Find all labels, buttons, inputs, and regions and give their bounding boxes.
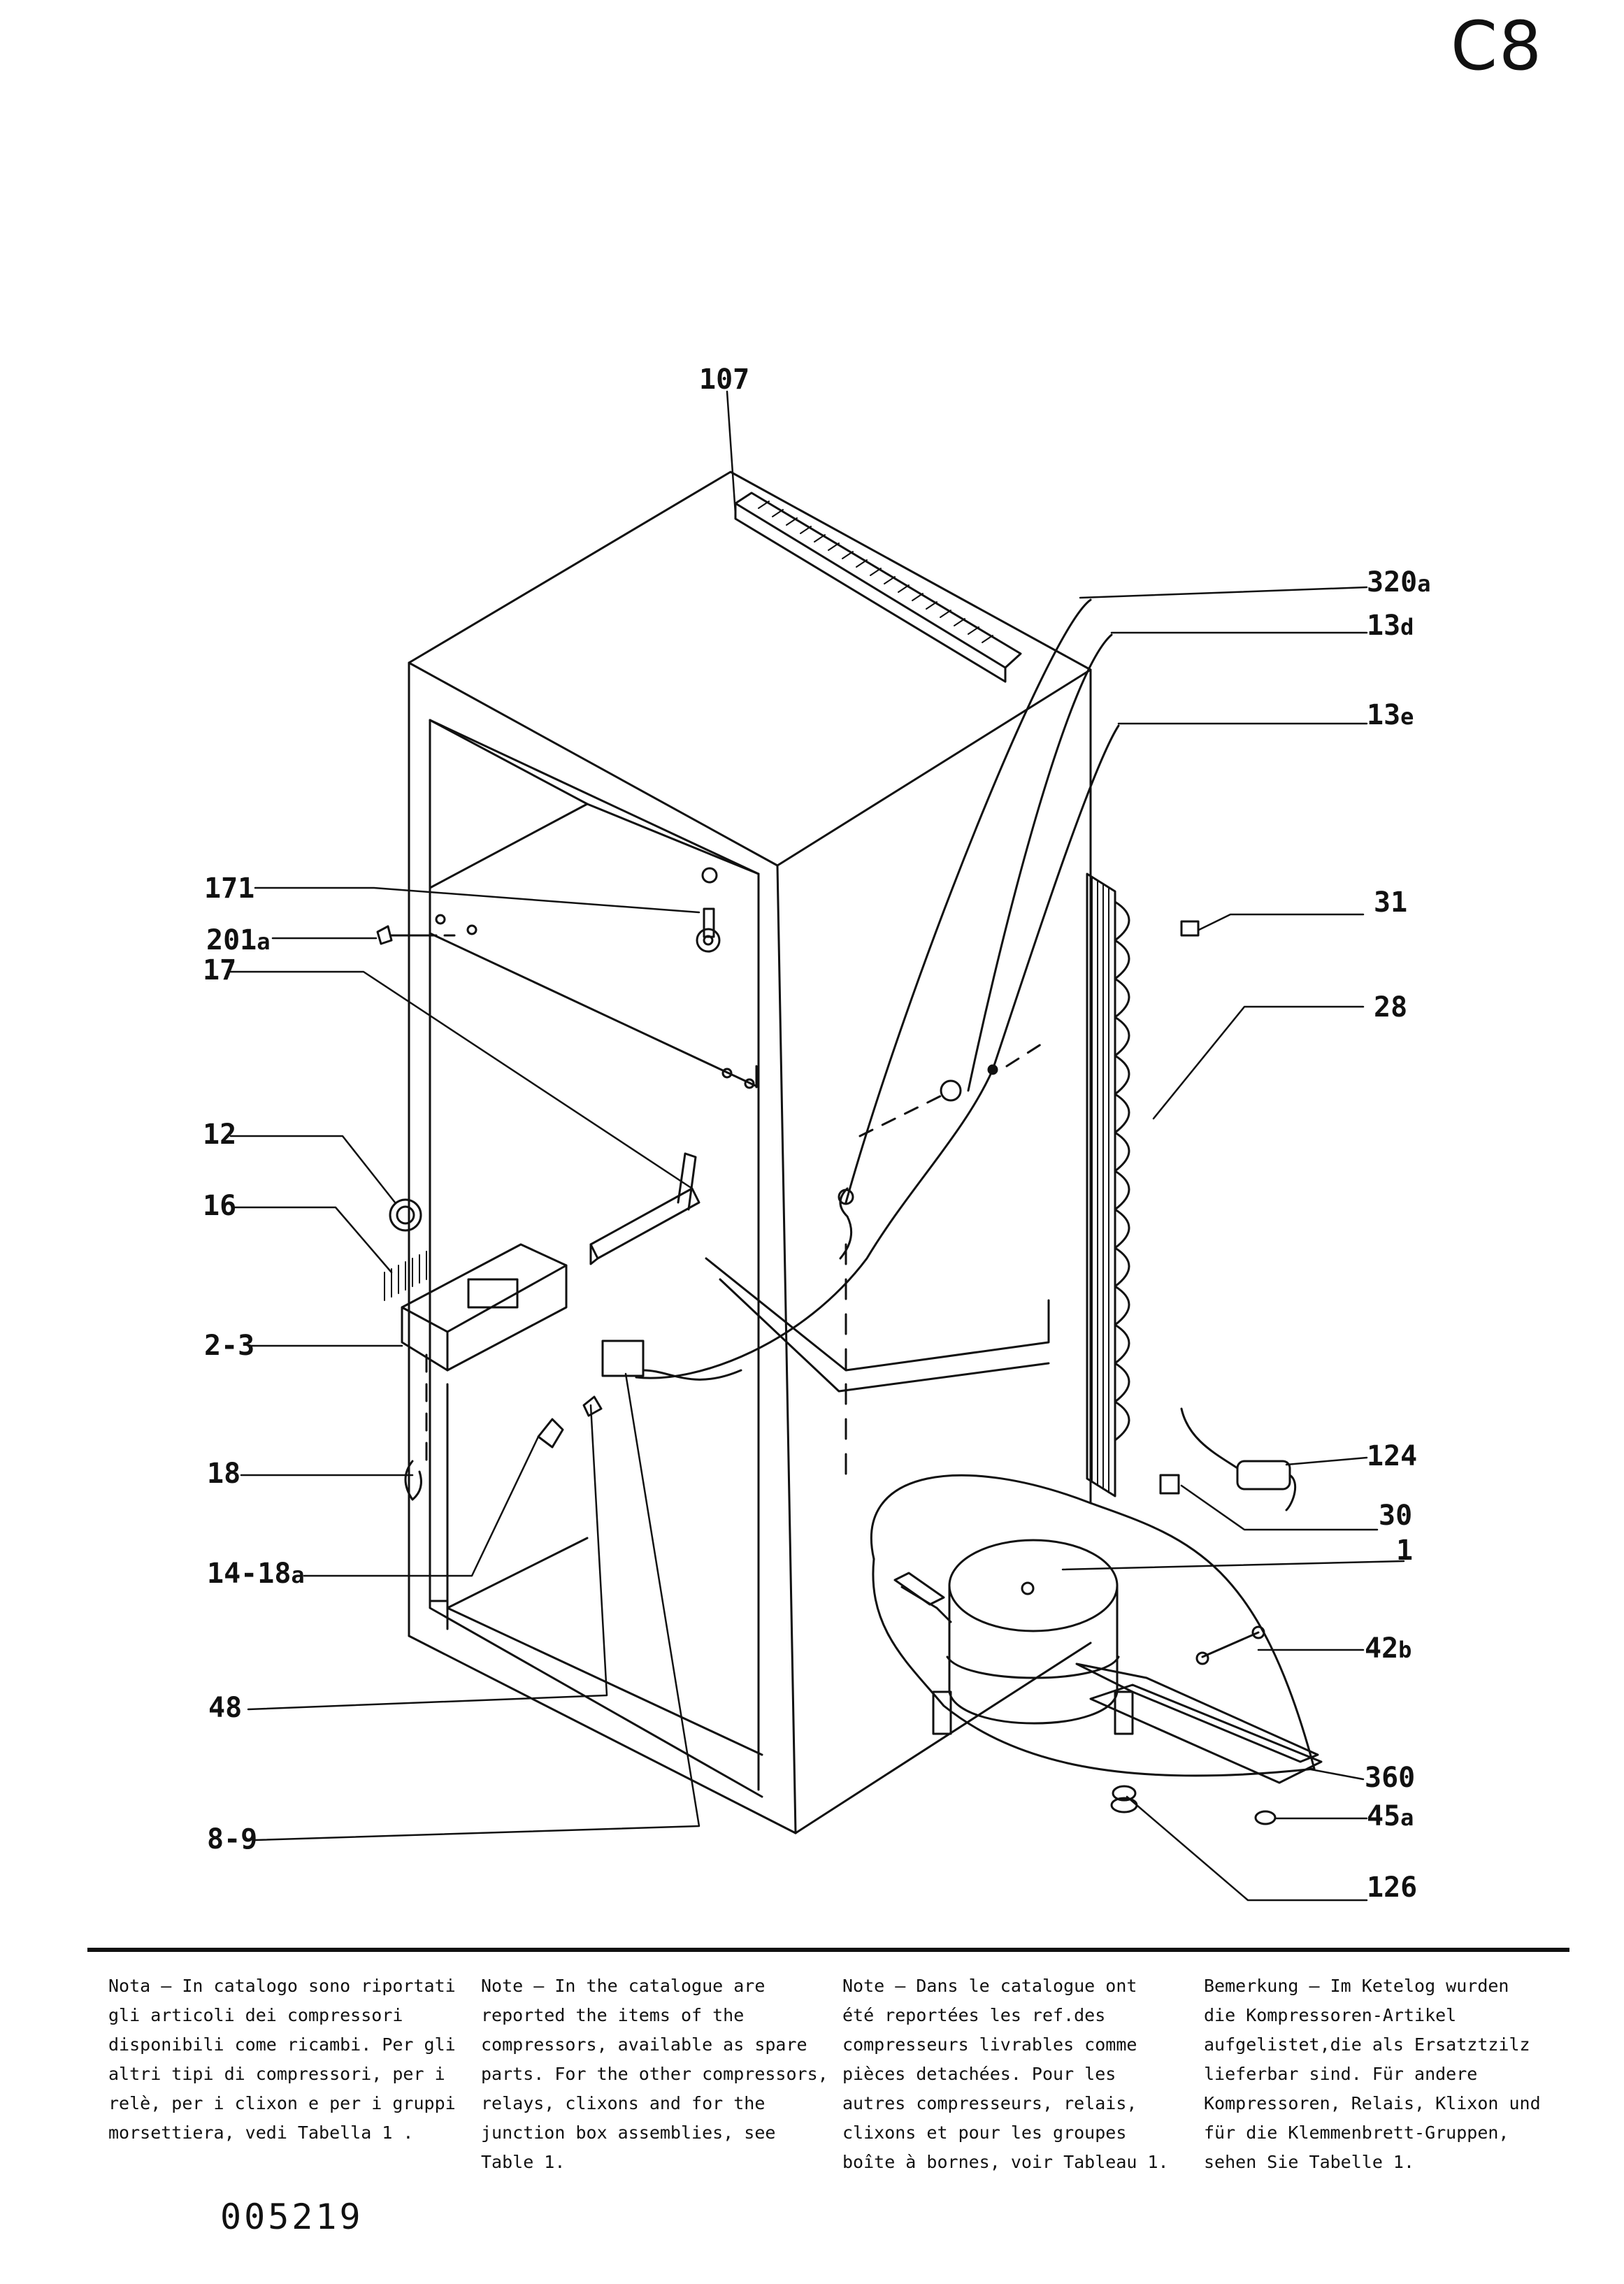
label-45a-suffix: a (1400, 1804, 1414, 1831)
condenser-coil (1086, 872, 1130, 1497)
label-42b-number: 42 (1365, 1632, 1399, 1665)
label-13d-number: 13 (1367, 610, 1401, 642)
label-42b: 42b (1365, 1632, 1411, 1665)
label-13d: 13d (1367, 610, 1414, 642)
label-14-18a-suffix: a (291, 1562, 305, 1588)
label-171: 171 (204, 872, 255, 905)
vent-grille (734, 491, 1022, 683)
label-126: 126 (1367, 1872, 1418, 1904)
label-45a-number: 45 (1367, 1800, 1401, 1832)
thermostat-assembly (384, 1152, 700, 1463)
label-201a-number: 201 (206, 924, 257, 956)
label-2-3: 2-3 (204, 1330, 255, 1362)
label-45a: 45a (1367, 1800, 1414, 1832)
label-201a-suffix: a (257, 928, 271, 955)
label-13e-number: 13 (1367, 699, 1401, 731)
label-16: 16 (203, 1190, 237, 1222)
label-12: 12 (203, 1119, 237, 1151)
note-german: Bemerkung – Im Ketelog wurden die Kompre… (1204, 1976, 1541, 2172)
label-28: 28 (1374, 991, 1408, 1024)
label-13d-suffix: d (1400, 614, 1414, 640)
document-number: 005219 (220, 2197, 364, 2237)
label-124: 124 (1367, 1440, 1418, 1472)
compressor-tray (870, 1474, 1316, 1777)
refrigerant-tubes (635, 598, 1120, 1379)
notes-divider (87, 1948, 1569, 1952)
label-13e: 13e (1367, 699, 1414, 731)
label-17: 17 (203, 954, 237, 986)
relay-cord (1159, 920, 1297, 1511)
label-18: 18 (207, 1458, 241, 1490)
small-fittings (404, 1339, 742, 1501)
label-107: 107 (699, 364, 750, 396)
label-31: 31 (1374, 886, 1408, 919)
label-1: 1 (1396, 1535, 1414, 1567)
label-42b-suffix: b (1398, 1637, 1412, 1663)
label-30: 30 (1379, 1500, 1413, 1532)
label-360: 360 (1365, 1762, 1416, 1794)
note-english: Note – In the catalogue are reported the… (481, 1976, 828, 2172)
page-code: C8 (1451, 7, 1544, 85)
note-french: Note – Dans le catalogue ont été reporté… (842, 1976, 1169, 2172)
label-14-18a: 14-18a (207, 1558, 305, 1590)
label-320a-suffix: a (1417, 570, 1431, 597)
label-320a: 320a (1367, 566, 1431, 598)
label-320a-number: 320 (1367, 566, 1418, 598)
label-48: 48 (208, 1692, 243, 1724)
hinge-and-screw (376, 867, 755, 1089)
cabinet-body (408, 471, 1092, 1834)
label-201a: 201a (206, 924, 271, 956)
label-13e-suffix: e (1400, 703, 1414, 730)
label-14-18a-number: 14-18 (207, 1558, 292, 1590)
note-italian: Nota – In catalogo sono riportati gli ar… (108, 1976, 456, 2143)
leader-lines (229, 390, 1405, 1902)
compressor (893, 1539, 1323, 1825)
label-8-9: 8-9 (207, 1823, 258, 1855)
